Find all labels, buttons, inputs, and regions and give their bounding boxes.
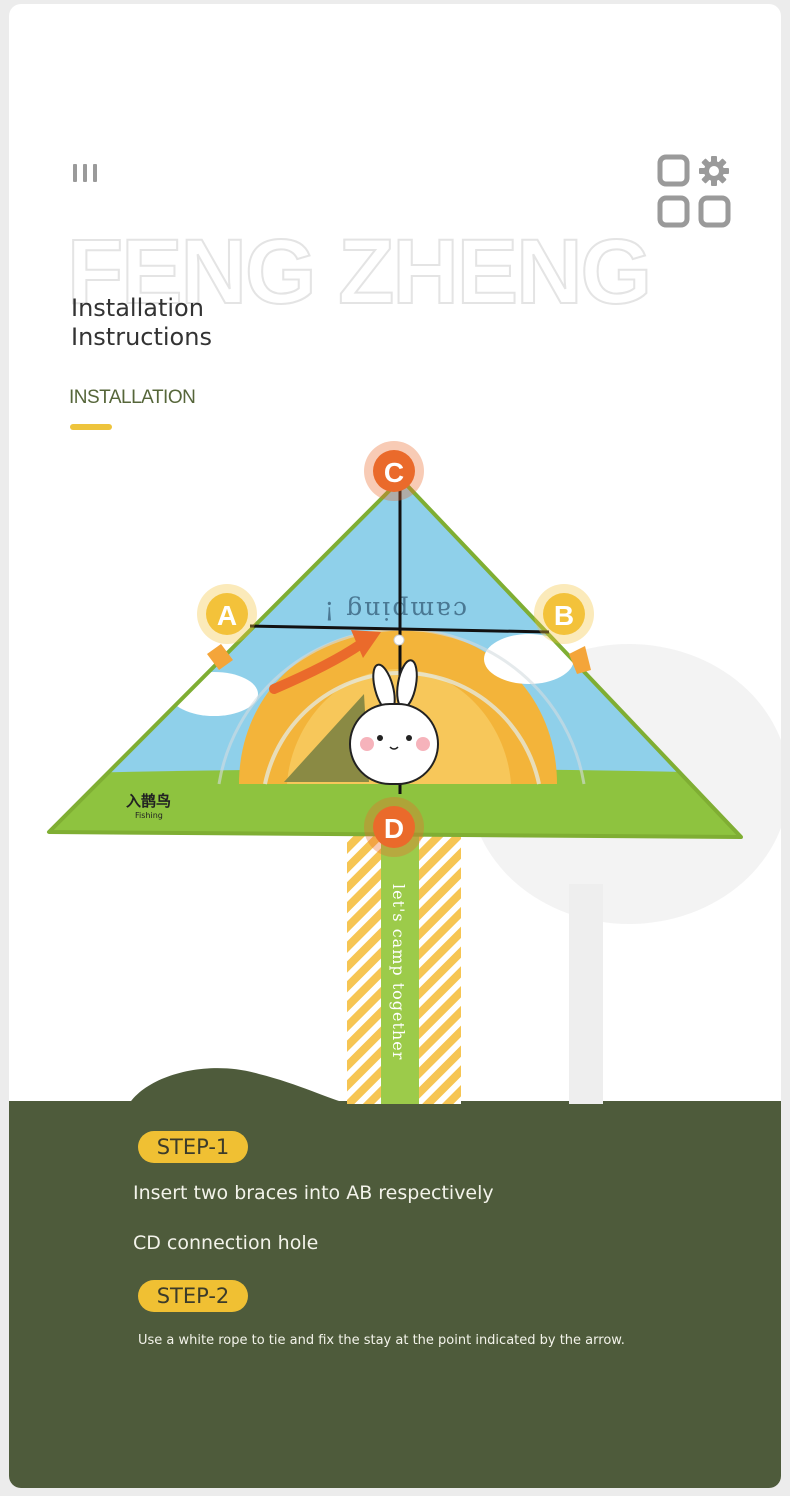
hill-bump	[129, 1068, 349, 1104]
brand-text: 入鹊鸟	[126, 792, 171, 810]
step-1-line-2: CD connection hole	[133, 1232, 319, 1254]
corner-tab-left	[207, 644, 233, 670]
canopy-text: camping !	[322, 596, 467, 625]
marker-c: C	[364, 441, 424, 501]
step-2-badge: STEP-2	[138, 1280, 248, 1312]
kite-tail: let's camp together	[347, 824, 461, 1104]
marker-c-label: C	[384, 457, 404, 488]
watermark-text: FENG ZHENG	[66, 221, 653, 323]
title-line-2: Instructions	[71, 323, 212, 351]
marker-a: A	[197, 584, 257, 644]
kite-illustration: let's camp together camping !	[47, 441, 781, 1104]
apps-settings-icon[interactable]	[657, 154, 731, 228]
tie-arrow-head	[351, 630, 381, 658]
shadow-pole	[569, 884, 603, 1104]
marker-b: B	[534, 584, 594, 644]
corner-tab-right	[569, 646, 591, 674]
marker-a-label: A	[217, 600, 237, 631]
step-2-line-1: Use a white rope to tie and fix the stay…	[138, 1333, 625, 1348]
section-underline	[70, 424, 112, 430]
menu-icon[interactable]	[73, 164, 103, 186]
step-1-line-1: Insert two braces into AB respectively	[133, 1182, 494, 1204]
steps-panel	[9, 1101, 781, 1488]
marker-d-label: D	[384, 813, 404, 844]
product-card: FENG ZHENG Installation Instructions INS…	[9, 4, 781, 1488]
title-line-1: Installation	[71, 294, 204, 322]
section-label: INSTALLATION	[69, 387, 196, 408]
marker-d: D	[364, 797, 424, 857]
bunny-mascot	[349, 659, 439, 785]
tie-point	[393, 634, 405, 646]
tie-arrow	[269, 639, 366, 694]
horizontal-spar	[249, 624, 550, 634]
step-1-badge: STEP-1	[138, 1131, 248, 1163]
marker-b-label: B	[554, 600, 574, 631]
brand-sub: Fishing	[135, 811, 163, 820]
tail-text: let's camp together	[389, 884, 408, 1060]
page-title: Installation Instructions	[71, 294, 212, 352]
